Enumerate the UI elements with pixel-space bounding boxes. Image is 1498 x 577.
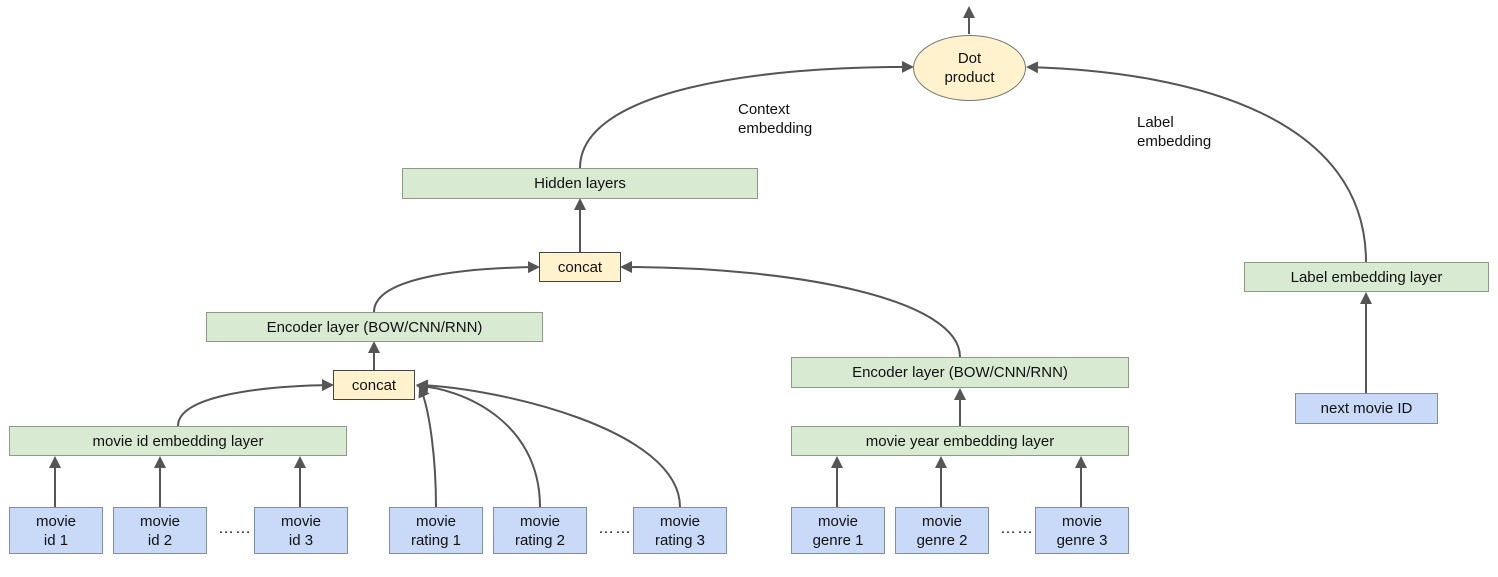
dot-product-node: Dot product [913,35,1026,101]
movie-rating-3-node: movie rating 3 [633,507,727,554]
hidden-layers-node: Hidden layers [402,168,758,199]
encoder-right-node: Encoder layer (BOW/CNN/RNN) [791,357,1129,388]
movie-id-1-node: movie id 1 [9,507,103,554]
ellipsis-ids: …… [218,520,252,537]
next-movie-id-node: next movie ID [1295,393,1438,424]
context-embedding-arrow [579,60,914,169]
movie-genre-2-node: movie genre 2 [895,507,989,554]
label-embedding-arrow [1026,61,1367,263]
right-encoder-to-concat-arrow [620,261,961,358]
rating1-to-concat-arrow [418,385,437,508]
movie-rating-1-node: movie rating 1 [389,507,483,554]
movie-id-2-node: movie id 2 [113,507,207,554]
movie-rating-2-node: movie rating 2 [493,507,587,554]
id-embedding-to-concat-arrow [177,379,334,427]
label-embedding-layer-node: Label embedding layer [1244,262,1489,292]
concat-top-node: concat [539,252,621,282]
movie-year-embedding-layer-node: movie year embedding layer [791,426,1129,456]
ellipsis-ratings: …… [598,520,632,537]
left-encoder-to-concat-arrow [373,261,540,313]
context-embedding-label: Context embedding [738,101,813,137]
encoder-left-node: Encoder layer (BOW/CNN/RNN) [206,312,543,342]
rating3-to-concat-arrow [416,379,681,508]
ellipsis-genres: …… [1000,520,1034,537]
label-embedding-label: Label embedding [1137,114,1212,150]
movie-genre-1-node: movie genre 1 [791,507,885,554]
rating2-to-concat-arrow [416,380,541,508]
movie-genre-3-node: movie genre 3 [1035,507,1129,554]
movie-id-embedding-layer-node: movie id embedding layer [9,426,347,456]
concat-bottom-node: concat [333,370,415,400]
movie-id-3-node: movie id 3 [254,507,348,554]
